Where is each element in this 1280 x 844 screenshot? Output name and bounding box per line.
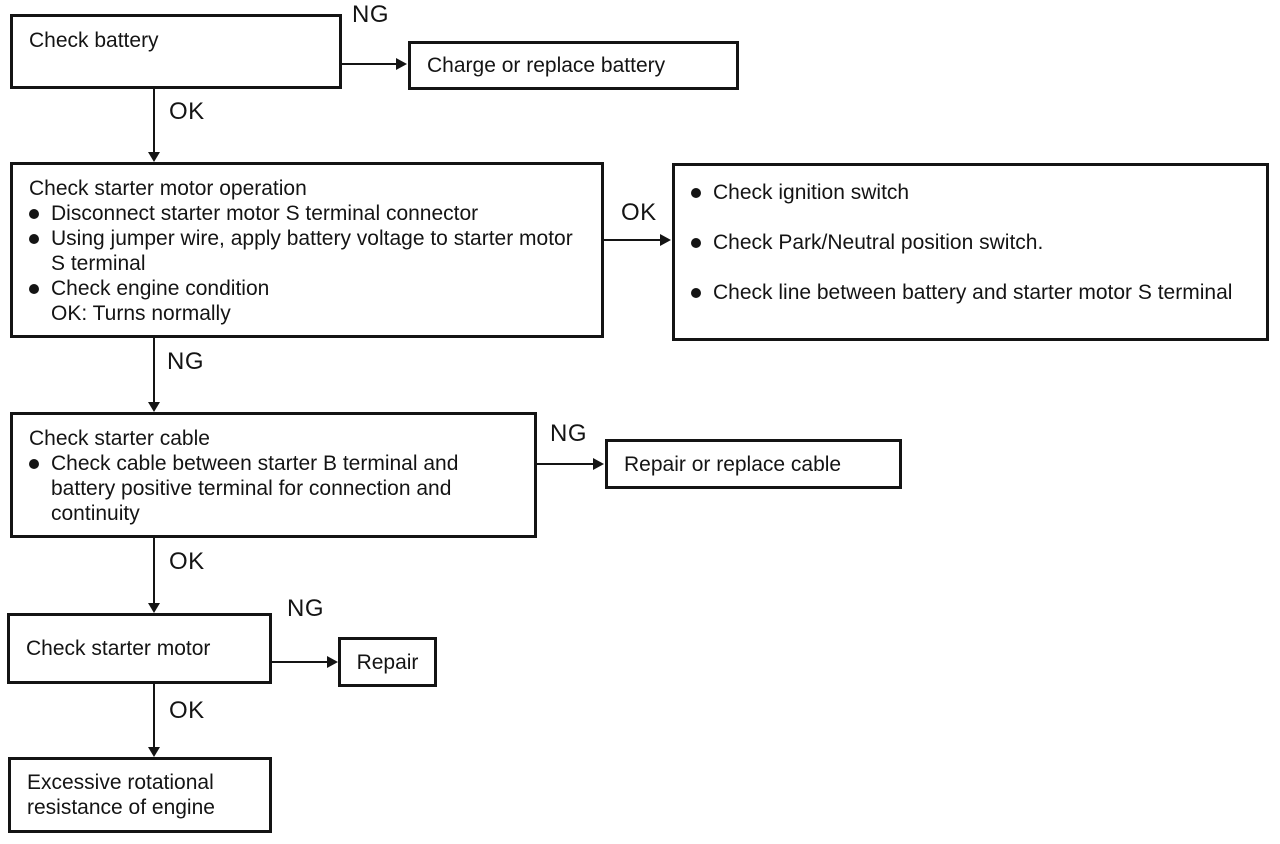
arrowhead-right-icon [593,458,604,470]
bullet-text: Using jumper wire, apply battery voltage… [51,227,573,275]
connector-line [604,239,660,241]
bullet-text: Check line between battery and starter m… [713,281,1233,304]
connector-line [153,538,155,603]
connector-line [342,63,396,65]
arrowhead-down-icon [148,603,160,613]
arrowhead-down-icon [148,152,160,162]
edge-label-ng: NG [550,420,587,447]
arrowhead-right-icon [327,656,338,668]
edge-label-ok: OK [621,199,657,226]
node-title: Repair or replace cable [624,452,842,476]
arrowhead-right-icon [660,234,671,246]
edge-label-ng: NG [287,595,324,622]
arrowhead-down-icon [148,747,160,757]
bullet-item: Check line between battery and starter m… [691,280,1256,305]
arrowhead-right-icon [396,58,407,70]
bullet-icon [691,188,701,198]
node-check-starter-motor-operation: Check starter motor operation Disconnect… [10,162,604,338]
edge-label-ok: OK [169,98,205,125]
node-check-battery: Check battery [10,14,342,89]
bullet-item: Disconnect starter motor S terminal conn… [29,201,591,226]
edge-label-ng: NG [352,1,389,28]
node-ok-checks: Check ignition switch Check Park/Neutral… [672,163,1269,341]
node-title: Charge or replace battery [427,54,666,77]
node-check-starter-cable: Check starter cable Check cable between … [10,412,537,538]
bullet-icon [29,284,39,294]
bullet-icon [29,209,39,219]
edge-label-ok: OK [169,548,205,575]
bullet-item: Using jumper wire, apply battery voltage… [29,226,591,276]
node-title: Check starter motor [26,637,211,660]
bullet-item: Check cable between starter B terminal a… [29,451,526,526]
node-title: Check starter motor operation [29,177,307,200]
bullet-text: Check Park/Neutral position switch. [713,231,1044,254]
edge-label-ok: OK [169,697,205,724]
bullet-icon [29,234,39,244]
connector-line [153,338,155,402]
bullet-text: Check cable between starter B terminal a… [51,452,459,525]
node-title: Repair [356,650,419,674]
node-check-starter-motor: Check starter motor [7,613,272,684]
bullet-icon [691,288,701,298]
bullet-icon [691,238,701,248]
connector-line [153,684,155,747]
connector-line [153,89,155,152]
edge-label-ng: NG [167,348,204,375]
node-title: Check starter cable [29,427,210,450]
arrowhead-down-icon [148,402,160,412]
connector-line [537,463,593,465]
bullet-item: Check Park/Neutral position switch. [691,230,1256,255]
bullet-text: Disconnect starter motor S terminal conn… [51,202,479,225]
bullet-text: Check ignition switch [713,181,910,204]
bullet-item: Check engine condition [29,276,591,301]
node-charge-or-replace-battery: Charge or replace battery [408,41,739,90]
bullet-icon [29,459,39,469]
bullet-item: Check ignition switch [691,180,1256,205]
bullet-text: Check engine condition [51,277,270,300]
node-excessive-rotational-resistance: Excessive rotational resistance of engin… [8,757,272,833]
node-repair: Repair [338,637,437,687]
node-note: OK: Turns normally [51,302,231,325]
node-title: Check battery [29,29,159,52]
connector-line [272,661,327,663]
node-title: Excessive rotational resistance of engin… [27,771,215,819]
node-repair-or-replace-cable: Repair or replace cable [605,439,902,489]
